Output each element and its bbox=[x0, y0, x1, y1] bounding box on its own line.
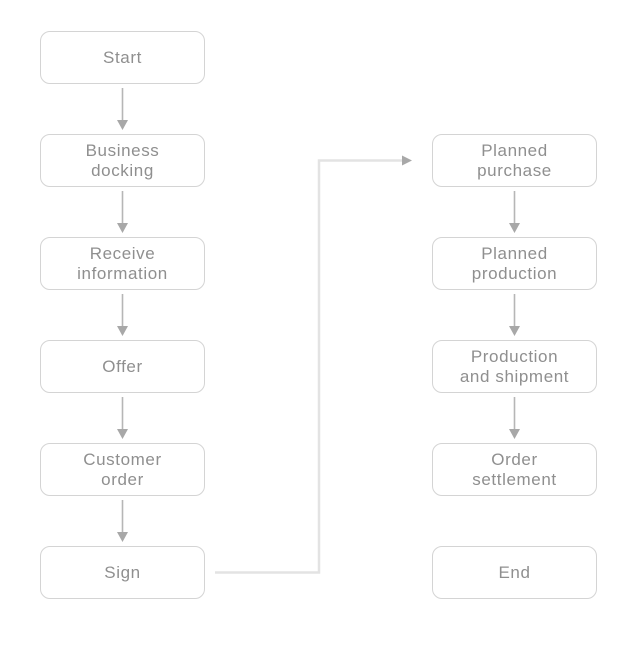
arrow-receive-information-to-offer bbox=[117, 294, 128, 336]
node-label-line: docking bbox=[91, 160, 154, 180]
node-label-line: Business bbox=[85, 140, 160, 160]
node-label-line: production bbox=[471, 263, 558, 283]
node-label-line: Production bbox=[470, 346, 559, 366]
node-planned-production: Planned production bbox=[432, 237, 597, 290]
node-label-line: End bbox=[498, 562, 531, 582]
arrow-business-docking-to-receive-information bbox=[117, 191, 128, 233]
connector-sign-to-planned-purchase bbox=[215, 155, 412, 574]
node-label-line: information bbox=[77, 263, 168, 283]
arrow-production-and-shipment-to-order-settlement bbox=[509, 397, 520, 439]
node-label-line: Receive bbox=[89, 243, 156, 263]
arrow-customer-order-to-sign bbox=[117, 500, 128, 542]
node-label-line: Sign bbox=[104, 562, 141, 582]
arrow-offer-to-customer-order bbox=[117, 397, 128, 439]
node-label-line: Customer bbox=[83, 449, 162, 469]
node-label-line: Start bbox=[103, 47, 142, 67]
node-customer-order: Customer order bbox=[40, 443, 205, 496]
arrow-start-to-business-docking bbox=[117, 88, 128, 130]
node-label-line: Planned bbox=[481, 243, 548, 263]
arrow-planned-production-to-production-and-shipment bbox=[509, 294, 520, 336]
node-receive-information: Receive information bbox=[40, 237, 205, 290]
node-label-line: settlement bbox=[472, 469, 557, 489]
node-business-docking: Business docking bbox=[40, 134, 205, 187]
arrow-planned-purchase-to-planned-production bbox=[509, 191, 520, 233]
node-start: Start bbox=[40, 31, 205, 84]
node-end: End bbox=[432, 546, 597, 599]
node-label-line: purchase bbox=[477, 160, 552, 180]
node-order-settlement: Order settlement bbox=[432, 443, 597, 496]
node-label-line: and shipment bbox=[459, 366, 570, 386]
node-label-line: Order bbox=[491, 449, 538, 469]
node-offer: Offer bbox=[40, 340, 205, 393]
node-label-line: Offer bbox=[102, 356, 143, 376]
node-sign: Sign bbox=[40, 546, 205, 599]
node-production-and-shipment: Production and shipment bbox=[432, 340, 597, 393]
node-label-line: Planned bbox=[481, 140, 548, 160]
node-planned-purchase: Planned purchase bbox=[432, 134, 597, 187]
node-label-line: order bbox=[101, 469, 144, 489]
